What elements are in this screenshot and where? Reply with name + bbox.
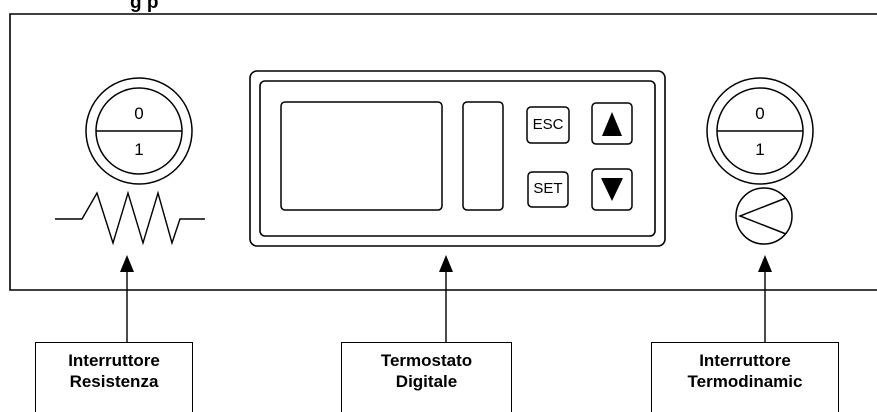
right-switch-on-label: 1: [755, 140, 765, 159]
callout-interruttore-resistenza: Interruttore Resistenza: [35, 342, 193, 412]
callout-line1: Interruttore: [68, 351, 160, 370]
callout-termostato-digitale: Termostato Digitale: [341, 342, 512, 412]
set-key-label: SET: [533, 180, 563, 197]
arrow-up-icon: [758, 255, 772, 272]
left-switch-off-label: 0: [134, 104, 144, 123]
panel-outline: [9, 13, 877, 291]
thermostat-display: [249, 70, 666, 247]
resistor-icon: [55, 190, 205, 246]
callout-line2: Resistenza: [69, 372, 159, 391]
callout-line2: Termodinamic: [687, 372, 803, 391]
arrow-center: [439, 255, 453, 342]
header-title-fragment: g p: [130, 0, 159, 13]
arrow-up-icon: [120, 255, 134, 272]
set-key[interactable]: [527, 171, 569, 208]
arrow-left: [120, 255, 134, 342]
esc-key[interactable]: [526, 106, 570, 144]
callout-interruttore-termodinamic: Interruttore Termodinamic: [651, 342, 839, 412]
main-screen: [280, 101, 443, 211]
left-switch-knob: [85, 77, 193, 185]
up-arrow-icon: [602, 112, 622, 136]
right-switch-knob: [706, 77, 814, 185]
arrow-right: [758, 255, 772, 342]
callout-line1: Interruttore: [699, 351, 791, 370]
callout-line2: Digitale: [395, 372, 458, 391]
down-key[interactable]: [591, 168, 633, 211]
down-arrow-icon: [601, 178, 623, 201]
pump-icon: [735, 187, 793, 245]
right-switch-off-label: 0: [755, 104, 765, 123]
left-switch-on-label: 1: [134, 140, 144, 159]
arrow-up-icon: [439, 255, 453, 272]
esc-key-label: ESC: [532, 116, 564, 133]
up-key[interactable]: [591, 102, 633, 145]
callout-line1: Termostato: [380, 351, 473, 370]
secondary-screen: [462, 101, 504, 211]
